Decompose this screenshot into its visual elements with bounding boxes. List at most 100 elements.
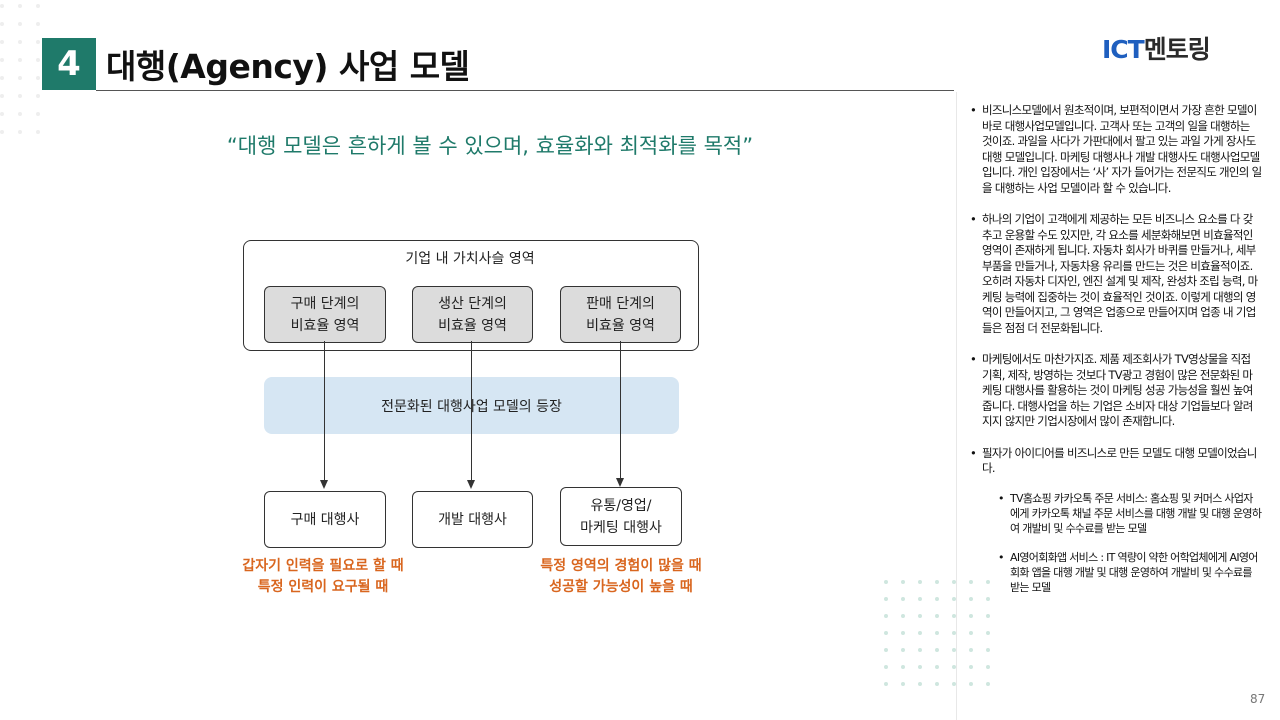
decorative-dot bbox=[969, 682, 973, 686]
decorative-dot bbox=[918, 614, 922, 618]
decorative-dot bbox=[952, 648, 956, 652]
bullet-item: 마케팅에서도 마찬가지죠. 제품 제조회사가 TV영상물을 직접 기획, 제작,… bbox=[970, 352, 1262, 430]
decorative-dot bbox=[952, 682, 956, 686]
decorative-dot bbox=[986, 648, 990, 652]
decorative-dot bbox=[884, 682, 888, 686]
ict-mentoring-logo: ICT멘토링 bbox=[1102, 30, 1211, 66]
decorative-dot bbox=[884, 614, 888, 618]
decorative-dot bbox=[969, 580, 973, 584]
logo-mentoring-text: 멘토링 bbox=[1143, 35, 1211, 64]
decorative-dot bbox=[952, 665, 956, 669]
decorative-dot bbox=[969, 631, 973, 635]
decorative-dot bbox=[18, 76, 22, 80]
decorative-dot bbox=[918, 631, 922, 635]
decorative-dot bbox=[36, 76, 40, 80]
logo-ict-text: ICT bbox=[1102, 35, 1145, 64]
production-inefficiency-box: 생산 단계의 비효율 영역 bbox=[412, 286, 533, 343]
dot-pattern-top-left bbox=[0, 4, 54, 148]
decorative-dot bbox=[986, 665, 990, 669]
decorative-dot bbox=[935, 665, 939, 669]
decorative-dot bbox=[18, 40, 22, 44]
decorative-dot bbox=[18, 4, 22, 8]
arrow-down-icon bbox=[616, 478, 624, 487]
decorative-dot bbox=[36, 40, 40, 44]
purchase-inefficiency-box: 구매 단계의 비효율 영역 bbox=[264, 286, 386, 343]
decorative-dot bbox=[36, 58, 40, 62]
development-agency-box: 개발 대행사 bbox=[412, 491, 533, 548]
decorative-dot bbox=[901, 631, 905, 635]
decorative-dot bbox=[36, 94, 40, 98]
decorative-dot bbox=[0, 112, 4, 116]
connector-line-production bbox=[471, 341, 472, 481]
decorative-dot bbox=[935, 648, 939, 652]
marketing-agency-box: 유통/영업/ 마케팅 대행사 bbox=[560, 487, 682, 546]
decorative-dot bbox=[0, 40, 4, 44]
bullet-item: 하나의 기업이 고객에게 제공하는 모든 비즈니스 요소를 다 갖추고 운용할 … bbox=[970, 212, 1262, 336]
decorative-dot bbox=[884, 665, 888, 669]
page-number: 87 bbox=[1250, 692, 1266, 706]
arrow-down-icon bbox=[467, 480, 475, 489]
decorative-dot bbox=[0, 130, 4, 134]
decorative-dot bbox=[935, 631, 939, 635]
decorative-dot bbox=[0, 76, 4, 80]
decorative-dot bbox=[901, 614, 905, 618]
decorative-dot bbox=[18, 112, 22, 116]
decorative-dot bbox=[969, 665, 973, 669]
decorative-dot bbox=[935, 614, 939, 618]
sales-inefficiency-box: 판매 단계의 비효율 영역 bbox=[560, 286, 681, 343]
decorative-dot bbox=[918, 648, 922, 652]
sub-bullet-item: TV홈쇼핑 카카오톡 주문 서비스: 홈쇼핑 및 커머스 사업자에게 카카오톡 … bbox=[998, 491, 1262, 536]
decorative-dot bbox=[0, 58, 4, 62]
decorative-dot bbox=[884, 597, 888, 601]
panel-divider bbox=[956, 92, 957, 720]
decorative-dot bbox=[18, 58, 22, 62]
decorative-dot bbox=[935, 597, 939, 601]
decorative-dot bbox=[986, 597, 990, 601]
decorative-dot bbox=[884, 580, 888, 584]
headline-quote: “대행 모델은 흔하게 볼 수 있으며, 효율화와 최적화를 목적” bbox=[226, 134, 754, 158]
decorative-dot bbox=[901, 665, 905, 669]
decorative-dot bbox=[18, 94, 22, 98]
decorative-dot bbox=[969, 648, 973, 652]
page-title: 대행(Agency) 사업 모델 bbox=[106, 47, 470, 86]
decorative-dot bbox=[969, 597, 973, 601]
decorative-dot bbox=[18, 130, 22, 134]
value-chain-label: 기업 내 가치사슬 영역 bbox=[405, 251, 535, 267]
connector-line-sales bbox=[620, 341, 621, 479]
bullet-item: 비즈니스모델에서 원초적이며, 보편적이면서 가장 흔한 모델이 바로 대행사업… bbox=[970, 103, 1262, 196]
sub-bullet-item: AI영어회화앱 서비스 : IT 역량이 약한 어학업체에게 AI영어회화 앱을… bbox=[998, 550, 1262, 595]
decorative-dot bbox=[952, 614, 956, 618]
section-number-badge: 4 bbox=[42, 38, 96, 90]
connector-line-purchase bbox=[324, 341, 325, 481]
bullet-item: 필자가 아이디어를 비즈니스로 만든 모델도 대행 모델이었습니다. bbox=[970, 446, 1262, 477]
decorative-dot bbox=[36, 4, 40, 8]
decorative-dot bbox=[36, 22, 40, 26]
decorative-dot bbox=[36, 112, 40, 116]
decorative-dot bbox=[935, 580, 939, 584]
decorative-dot bbox=[884, 631, 888, 635]
decorative-dot bbox=[952, 580, 956, 584]
decorative-dot bbox=[986, 631, 990, 635]
title-underline bbox=[96, 90, 954, 91]
decorative-dot bbox=[901, 648, 905, 652]
decorative-dot bbox=[918, 580, 922, 584]
decorative-dot bbox=[0, 94, 4, 98]
decorative-dot bbox=[952, 597, 956, 601]
decorative-dot bbox=[918, 665, 922, 669]
decorative-dot bbox=[918, 597, 922, 601]
decorative-dot bbox=[901, 597, 905, 601]
decorative-dot bbox=[986, 682, 990, 686]
decorative-dot bbox=[0, 22, 4, 26]
decorative-dot bbox=[918, 682, 922, 686]
decorative-dot bbox=[0, 4, 4, 8]
decorative-dot bbox=[986, 580, 990, 584]
arrow-down-icon bbox=[320, 480, 328, 489]
description-panel: 비즈니스모델에서 원초적이며, 보편적이면서 가장 흔한 모델이 바로 대행사업… bbox=[970, 103, 1262, 595]
decorative-dot bbox=[952, 631, 956, 635]
note-right-orange: 특정 영역의 경험이 많을 때 성공할 가능성이 높을 때 bbox=[540, 558, 702, 595]
note-left-orange: 갑자기 인력을 필요로 할 때 특정 인력이 요구될 때 bbox=[242, 558, 404, 595]
purchase-agency-box: 구매 대행사 bbox=[264, 491, 386, 548]
decorative-dot bbox=[901, 682, 905, 686]
decorative-dot bbox=[36, 130, 40, 134]
decorative-dot bbox=[935, 682, 939, 686]
